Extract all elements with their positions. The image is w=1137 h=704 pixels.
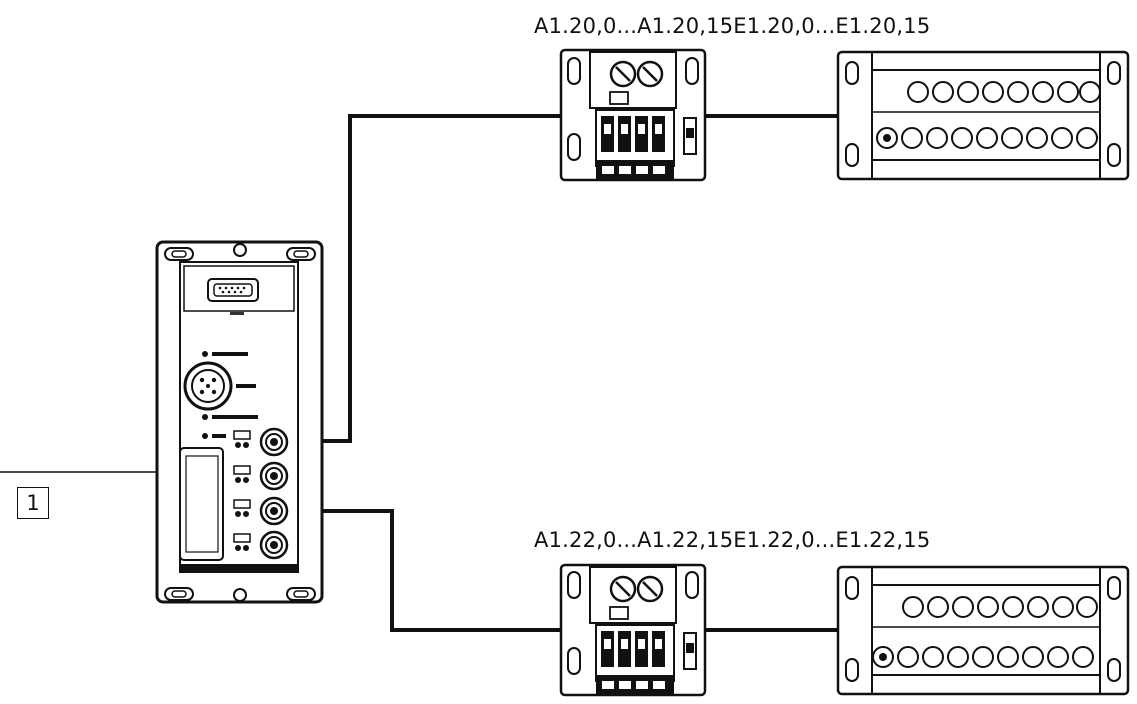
io-module-top [836, 50, 1130, 181]
cables [288, 114, 846, 632]
fiber-port-3-icon [259, 496, 289, 526]
bus-coupler-top [559, 48, 707, 182]
controller-unit [155, 240, 324, 604]
fiber-port-1-icon [259, 427, 289, 457]
cable-top [288, 114, 560, 443]
module-bottom-address-label: A1.22,0...A1.22,15E1.22,0...E1.22,15 [534, 528, 931, 552]
callout-label: 1 [17, 487, 49, 519]
mounting-slot-icon [164, 247, 194, 261]
mounting-slot-icon [286, 247, 316, 261]
fiber-port-2-icon [259, 461, 289, 491]
bus-coupler-bottom [559, 563, 707, 697]
io-module-bottom [836, 565, 1130, 696]
cable-bottom [288, 509, 560, 632]
fiber-port-4-icon [259, 530, 289, 560]
module-top-address-label: A1.20,0...A1.20,15E1.20,0...E1.20,15 [534, 14, 931, 38]
mounting-slot-icon [286, 587, 316, 601]
mounting-slot-icon [164, 587, 194, 601]
